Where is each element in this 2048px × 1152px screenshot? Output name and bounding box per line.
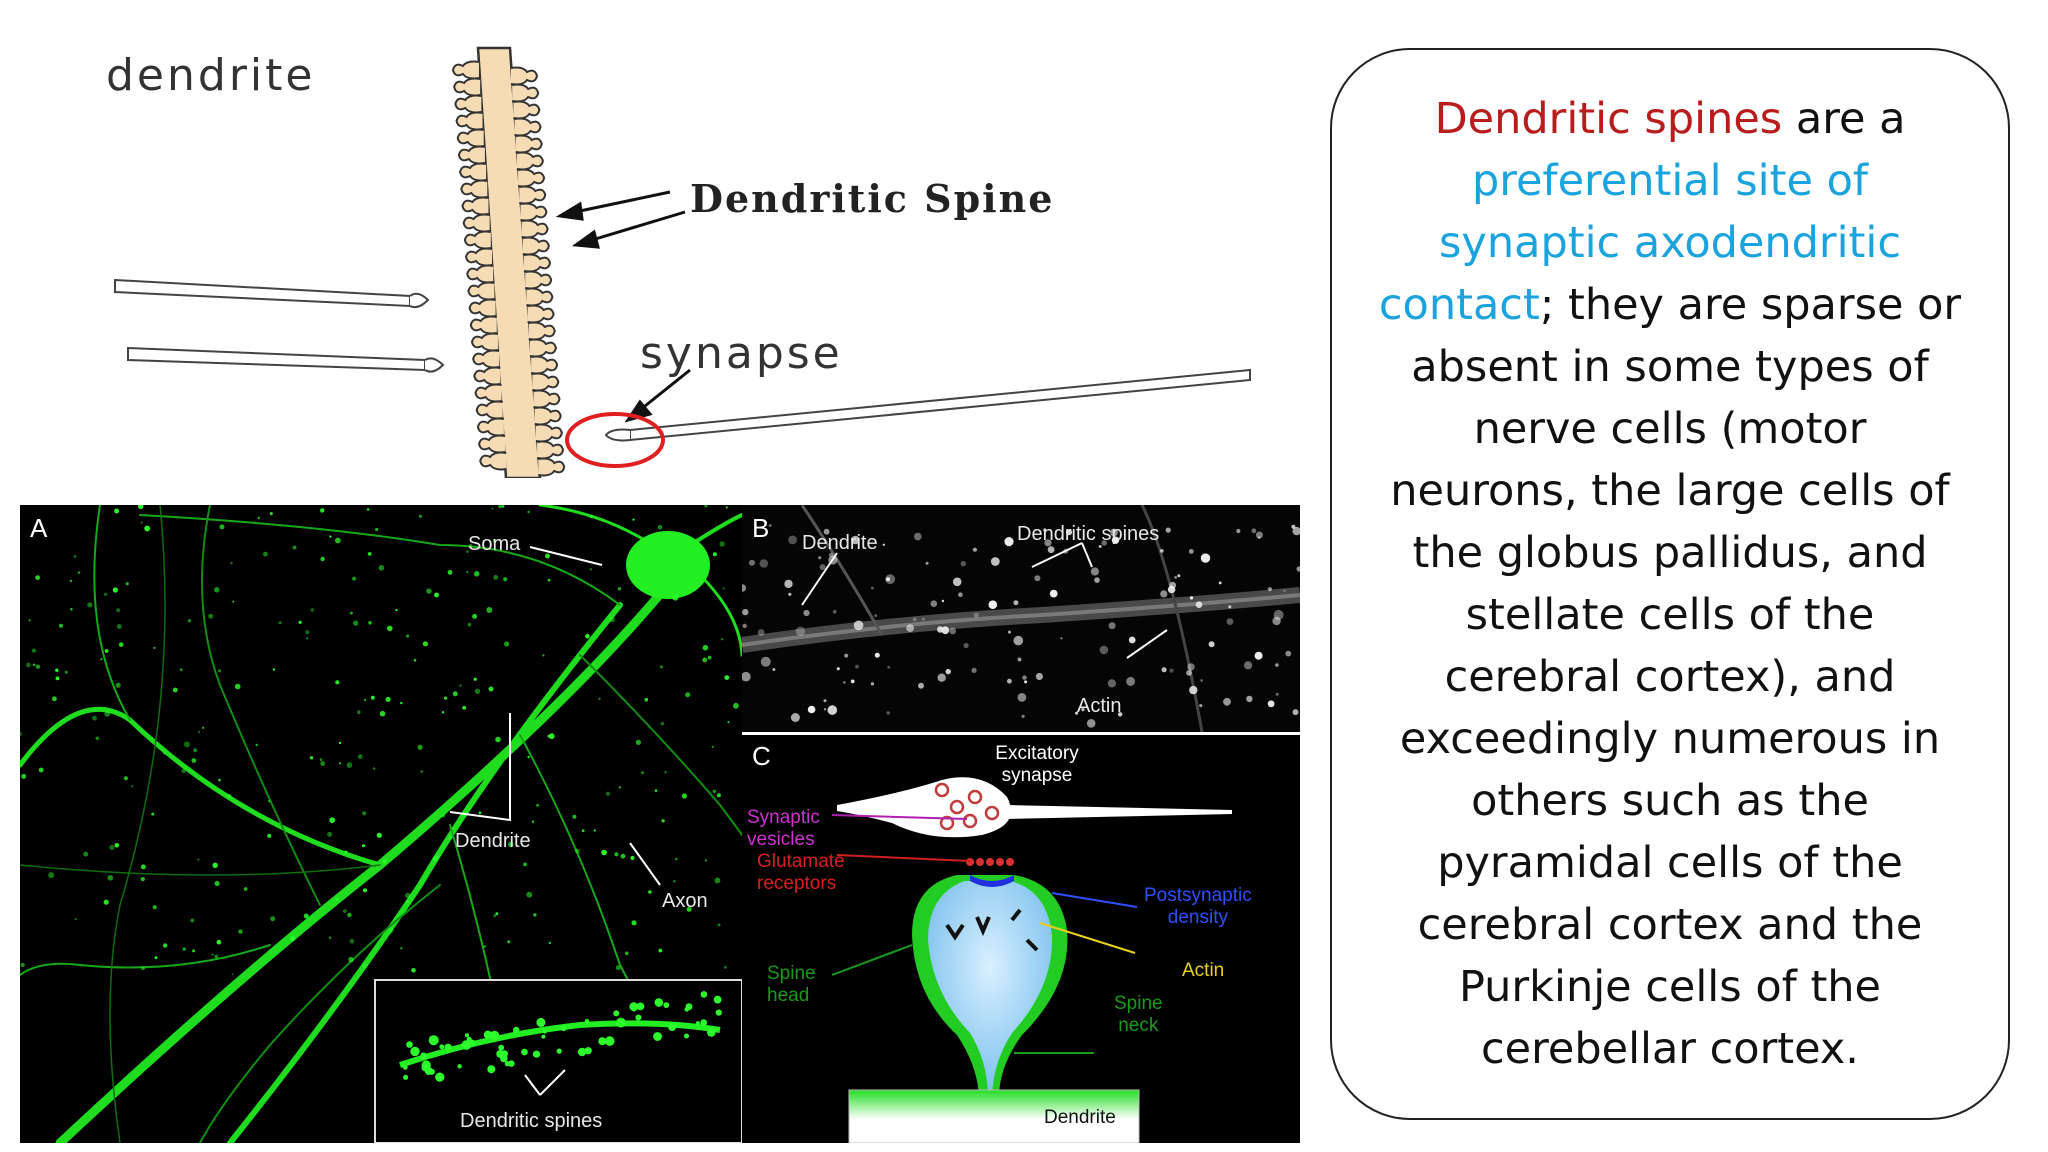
panel-b-dendrite-label: Dendrite	[802, 532, 878, 554]
spine-right	[527, 304, 555, 324]
panel-b-letter: B	[752, 513, 770, 543]
panel-a-soma-label: Soma	[468, 533, 521, 555]
spine-left	[456, 128, 484, 148]
spine-right	[519, 185, 547, 205]
axon-right	[604, 368, 1251, 442]
spine-right	[525, 270, 553, 290]
term-connector: are a	[1782, 94, 1906, 144]
dendrite-schematic: dendrite Dendritic Spine synapse	[0, 0, 1330, 490]
spine-right	[516, 151, 544, 171]
spine-left	[470, 332, 499, 352]
label-spine-head-line1: Spine	[767, 963, 816, 984]
synapse-circle	[565, 412, 665, 468]
spine-right	[529, 338, 557, 358]
label-dendrite: dendrite	[106, 50, 316, 101]
spine-right	[526, 287, 554, 307]
label-synapse: synapse	[640, 328, 843, 379]
label-dendrite-block: Dendrite	[1044, 1107, 1116, 1128]
spine-right	[520, 202, 548, 222]
neuron-micrograph	[20, 505, 742, 1143]
spine-right	[536, 440, 565, 460]
spine-left	[463, 230, 492, 250]
panel-a-spines-label: Dendritic spines	[460, 1110, 603, 1132]
definition-body: ; they are sparse or absent in some type…	[1390, 280, 1962, 1074]
actin-micrograph	[742, 505, 1300, 732]
panel-c-title: Excitatory synapse	[987, 743, 1087, 787]
spine-right	[538, 457, 566, 477]
spine-right	[514, 117, 542, 137]
label-spine-head-line2: head	[767, 985, 810, 1006]
spine-left	[457, 145, 486, 165]
spine-left	[464, 247, 493, 267]
spine-left	[462, 213, 490, 233]
panel-b-spines-label: Dendritic spines	[1017, 523, 1160, 545]
label-glutamate-receptors-line1: Glutamate	[757, 851, 845, 872]
label-postsynaptic-density-line2: density	[1167, 907, 1228, 928]
spine-left	[469, 315, 497, 335]
term-dendritic-spines: Dendritic spines	[1434, 94, 1783, 144]
spine-right	[533, 389, 561, 409]
spine-left	[454, 94, 482, 114]
synapse-schematic	[831, 777, 1232, 1143]
spine-left	[472, 349, 500, 369]
spine-right	[521, 219, 549, 239]
panel-a-axon-label: Axon	[662, 890, 708, 912]
spine-left	[479, 451, 507, 471]
dendrite-schematic-drawing	[114, 46, 1251, 478]
label-synaptic-vesicles: Synaptic vesicles	[747, 807, 820, 851]
panel-c-letter: C	[752, 741, 771, 771]
label-dendritic-spine: Dendritic Spine	[690, 176, 1055, 221]
panel-a-dendrite-label: Dendrite	[455, 830, 531, 852]
spine-right	[510, 66, 539, 86]
spine-left	[474, 383, 502, 403]
label-synaptic-vesicles-line1: Synaptic	[747, 807, 820, 828]
spine-right	[515, 134, 543, 154]
spine-left	[466, 264, 494, 284]
spine-right	[511, 83, 540, 103]
spine-right	[528, 321, 556, 341]
axon-left-lower	[127, 346, 445, 373]
panel-a-neuron: A Soma Dendrite Axon Dendritic spines	[20, 505, 742, 1143]
label-postsynaptic-density: Postsynaptic density	[1144, 885, 1252, 929]
spine-left	[476, 417, 505, 437]
label-glutamate-receptors: Glutamate receptors	[757, 851, 845, 895]
highlight-synaptic-site: preferential site of synaptic axodendrit…	[1378, 156, 1902, 330]
spine-left	[453, 77, 481, 97]
spine-right	[534, 406, 562, 426]
label-spine-head: Spine head	[767, 963, 816, 1007]
spine-left	[451, 60, 480, 80]
label-spine-neck-line1: Spine	[1114, 993, 1163, 1014]
spine-left	[475, 400, 503, 420]
label-glutamate-receptors-line2: receptors	[757, 873, 837, 894]
spine-left	[468, 298, 496, 318]
spine-left	[467, 281, 495, 301]
panel-c-synapse: C Excitatory synapse Synaptic vesicles G…	[742, 735, 1300, 1143]
panel-b-actin-label: Actin	[1077, 695, 1122, 717]
label-postsynaptic-density-line1: Postsynaptic	[1144, 885, 1252, 906]
spine-right	[535, 423, 563, 443]
panel-a-letter: A	[30, 513, 48, 543]
label-spine-neck-line2: neck	[1118, 1015, 1159, 1036]
panel-b-actin: B Dendrite Dendritic spines Actin	[742, 505, 1300, 732]
spine-left	[461, 196, 489, 216]
spine-right	[513, 100, 541, 120]
spine-left	[459, 162, 487, 182]
spine-left	[460, 179, 488, 199]
spine-right	[517, 168, 546, 188]
spine-right	[522, 236, 550, 256]
panel-c-title-line2: synapse	[1001, 765, 1073, 786]
label-actin: Actin	[1182, 960, 1225, 981]
label-synaptic-vesicles-line2: vesicles	[747, 829, 815, 850]
definition-callout: Dendritic spines are a preferential site…	[1330, 48, 2010, 1120]
spine-right	[530, 355, 559, 375]
label-spine-neck: Spine neck	[1114, 993, 1163, 1037]
panel-c-title-line1: Excitatory	[995, 743, 1079, 764]
spine-right	[523, 253, 552, 273]
spine-left	[473, 366, 501, 386]
axon-left-upper	[114, 278, 430, 309]
spine-left	[478, 434, 506, 454]
definition-text: Dendritic spines are a preferential site…	[1375, 88, 1965, 1080]
spine-right	[532, 372, 560, 392]
spine-left	[455, 111, 483, 131]
